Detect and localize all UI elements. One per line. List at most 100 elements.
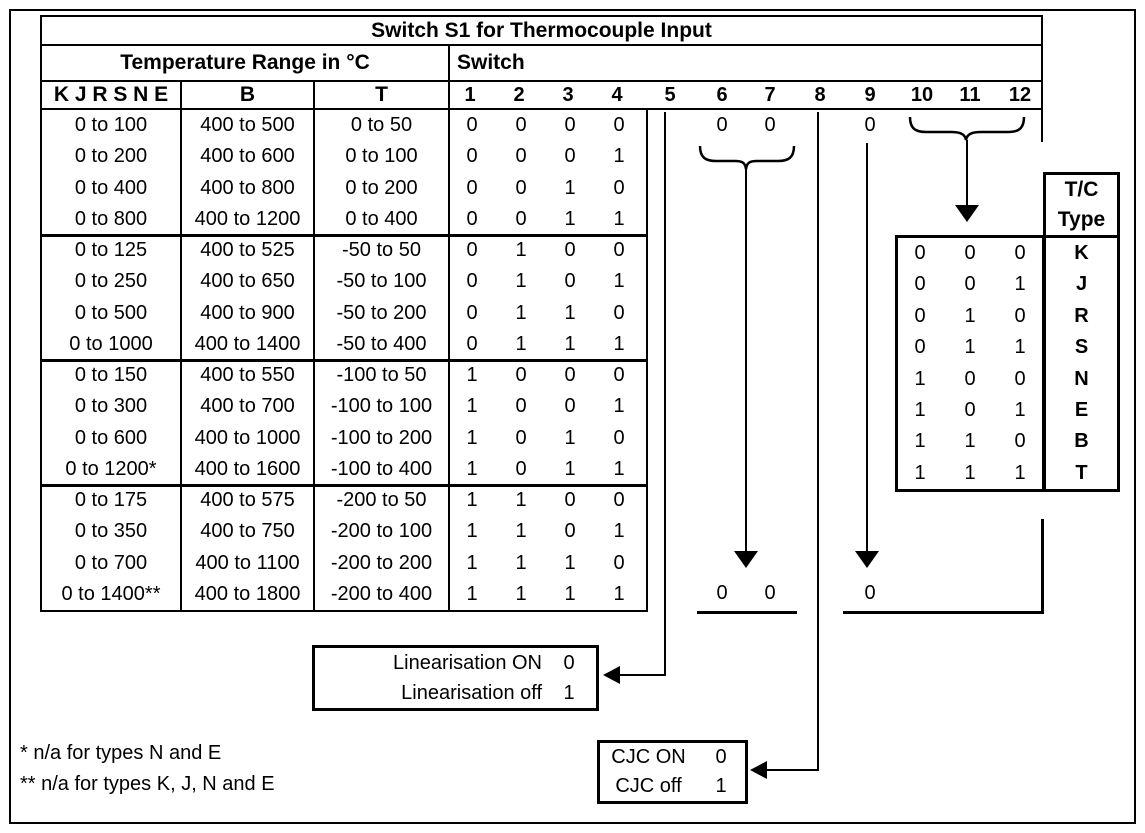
range-kjrsne-cell: 0 to 400 <box>74 176 148 199</box>
col-header-t: T <box>313 80 450 110</box>
range-b-cell: 400 to 1600 <box>194 457 301 480</box>
switch9-arrowhead-icon <box>855 551 879 568</box>
range-kjrsne-cell: 0 to 700 <box>74 551 148 574</box>
tc-bit: 1 <box>964 336 976 359</box>
range-t-cell: -50 to 100 <box>336 270 427 293</box>
linearisation-on-row: Linearisation ON 0 <box>315 648 596 678</box>
range-kjrsne-cell: 0 to 1400** <box>61 582 161 605</box>
tc-bit: 1 <box>914 398 926 421</box>
range-b-cell: 400 to 1400 <box>194 332 301 355</box>
range-t-cell: 0 to 100 <box>345 145 418 168</box>
cjc-on-value: 0 <box>715 746 727 768</box>
switch-col-header-1: 1 <box>464 84 476 106</box>
cjc-arrowhead-icon <box>750 761 767 779</box>
switch-bit: 1 <box>564 207 576 230</box>
group-separator <box>42 484 646 487</box>
tc-type-letter: S <box>1074 336 1089 359</box>
switch-bit: 1 <box>515 520 527 543</box>
switch-bit: 0 <box>515 176 527 199</box>
switch-bit: 1 <box>515 489 527 511</box>
tc-bit: 0 <box>964 242 976 264</box>
range-t-cell: -50 to 50 <box>342 239 421 261</box>
range-kjrsne-cell: 0 to 250 <box>74 270 148 293</box>
switch-col-header-7: 7 <box>764 84 776 106</box>
col-header-b: B <box>180 80 315 110</box>
range-b-cell: 400 to 1000 <box>194 426 301 449</box>
switch-bit: 0 <box>466 176 478 199</box>
range-b-cell: 400 to 650 <box>200 270 295 293</box>
cjc-off-label: CJC off <box>615 775 682 797</box>
footnote-double-asterisk: ** n/a for types K, J, N and E <box>20 773 275 795</box>
range-kjrsne-cell: 0 to 500 <box>74 301 148 324</box>
switch-bit: 0 <box>515 114 527 136</box>
switch-col-header-10: 10 <box>910 84 934 106</box>
tc-bit: 0 <box>1014 304 1026 327</box>
cjc-on-row: CJC ON 0 <box>600 743 745 772</box>
range-kjrsne-cell: 0 to 1000 <box>69 332 153 355</box>
range-b-cell: 400 to 575 <box>200 489 295 511</box>
switch-bit: 1 <box>515 239 527 261</box>
tc-bit: 0 <box>914 304 926 327</box>
switch-bit: 0 <box>564 114 576 136</box>
switch-bit: 0 <box>515 457 527 480</box>
switch-bit: 0 <box>564 520 576 543</box>
switch-bit: 1 <box>564 582 576 605</box>
range-t-cell: -50 to 400 <box>336 332 427 355</box>
switch67-line <box>745 167 747 552</box>
switch-header: Switch <box>448 44 1043 82</box>
switch-bit: 0 <box>515 207 527 230</box>
range-b-cell: 400 to 1200 <box>194 207 301 230</box>
switch-bit: 1 <box>466 457 478 480</box>
switch-col-header-5: 5 <box>664 84 676 106</box>
range-b-cell: 400 to 600 <box>200 145 295 168</box>
switch-bit: 1 <box>564 426 576 449</box>
switch-bit: 1 <box>613 520 625 543</box>
switch-bit: 0 <box>613 114 625 136</box>
linearisation-on-value: 0 <box>563 652 575 674</box>
range-b-cell: 400 to 525 <box>200 239 295 261</box>
switch-bit: 1 <box>564 301 576 324</box>
tc-type-letter: E <box>1074 398 1089 421</box>
tc-type-letter: K <box>1074 242 1089 264</box>
switch-bit: 0 <box>564 145 576 168</box>
tc-bit: 1 <box>914 367 926 390</box>
switch-col-header-6: 6 <box>716 84 728 106</box>
tc-bit: 1 <box>914 430 926 453</box>
cjc-off-row: CJC off 1 <box>600 772 745 801</box>
cjc-box: CJC ON 0 CJC off 1 <box>597 740 748 804</box>
group-separator <box>42 359 646 362</box>
range-kjrsne-cell: 0 to 350 <box>74 520 148 543</box>
tc-type-header-line2: Type <box>1057 208 1106 231</box>
switch-bit: 1 <box>564 332 576 355</box>
switch67-arrowhead-icon <box>734 551 758 568</box>
range-kjrsne-cell: 0 to 100 <box>74 114 148 136</box>
switch-bit: 0 <box>564 395 576 418</box>
switch-bit: 1 <box>515 582 527 605</box>
switch-bit: 0 <box>466 270 478 293</box>
switch1012-line <box>966 140 968 206</box>
switch-bit: 1 <box>613 270 625 293</box>
switch-bit: 1 <box>515 270 527 293</box>
switch-bit: 1 <box>613 207 625 230</box>
range-b-cell: 400 to 1100 <box>195 551 300 574</box>
switch-bit: 1 <box>466 582 478 605</box>
range-t-cell: 0 to 200 <box>345 176 418 199</box>
switch-bit: 1 <box>613 145 625 168</box>
range-t-cell: -200 to 400 <box>330 582 433 605</box>
switch-bit: 1 <box>466 520 478 543</box>
range-b-cell: 400 to 550 <box>200 364 295 386</box>
tc-table-bracket-line <box>1041 519 1044 614</box>
outer-frame <box>9 9 1136 824</box>
switch-bit: 1 <box>466 364 478 386</box>
